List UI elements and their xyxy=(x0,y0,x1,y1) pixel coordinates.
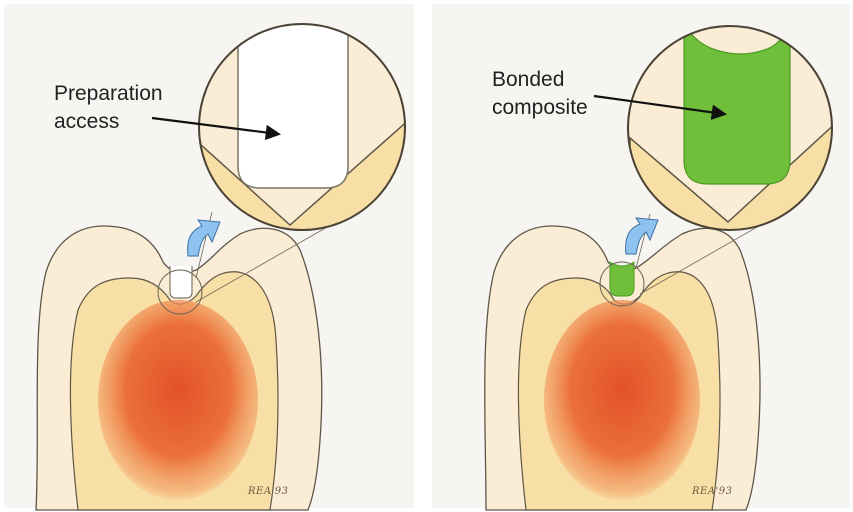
left-label-line-2: access xyxy=(54,108,163,136)
left-magnified-preparation xyxy=(238,20,348,188)
left-label-line-1: Preparation xyxy=(54,80,163,108)
right-signature: REA'93 xyxy=(692,486,733,497)
right-label-line-2: composite xyxy=(492,94,588,122)
right-pulp xyxy=(544,300,700,500)
left-signature: REA'93 xyxy=(248,486,289,497)
left-pulp xyxy=(98,300,258,500)
right-label-line-1: Bonded xyxy=(492,66,588,94)
right-label: Bonded composite xyxy=(492,66,588,122)
right-small-composite xyxy=(610,262,634,296)
left-label: Preparation access xyxy=(54,80,163,136)
